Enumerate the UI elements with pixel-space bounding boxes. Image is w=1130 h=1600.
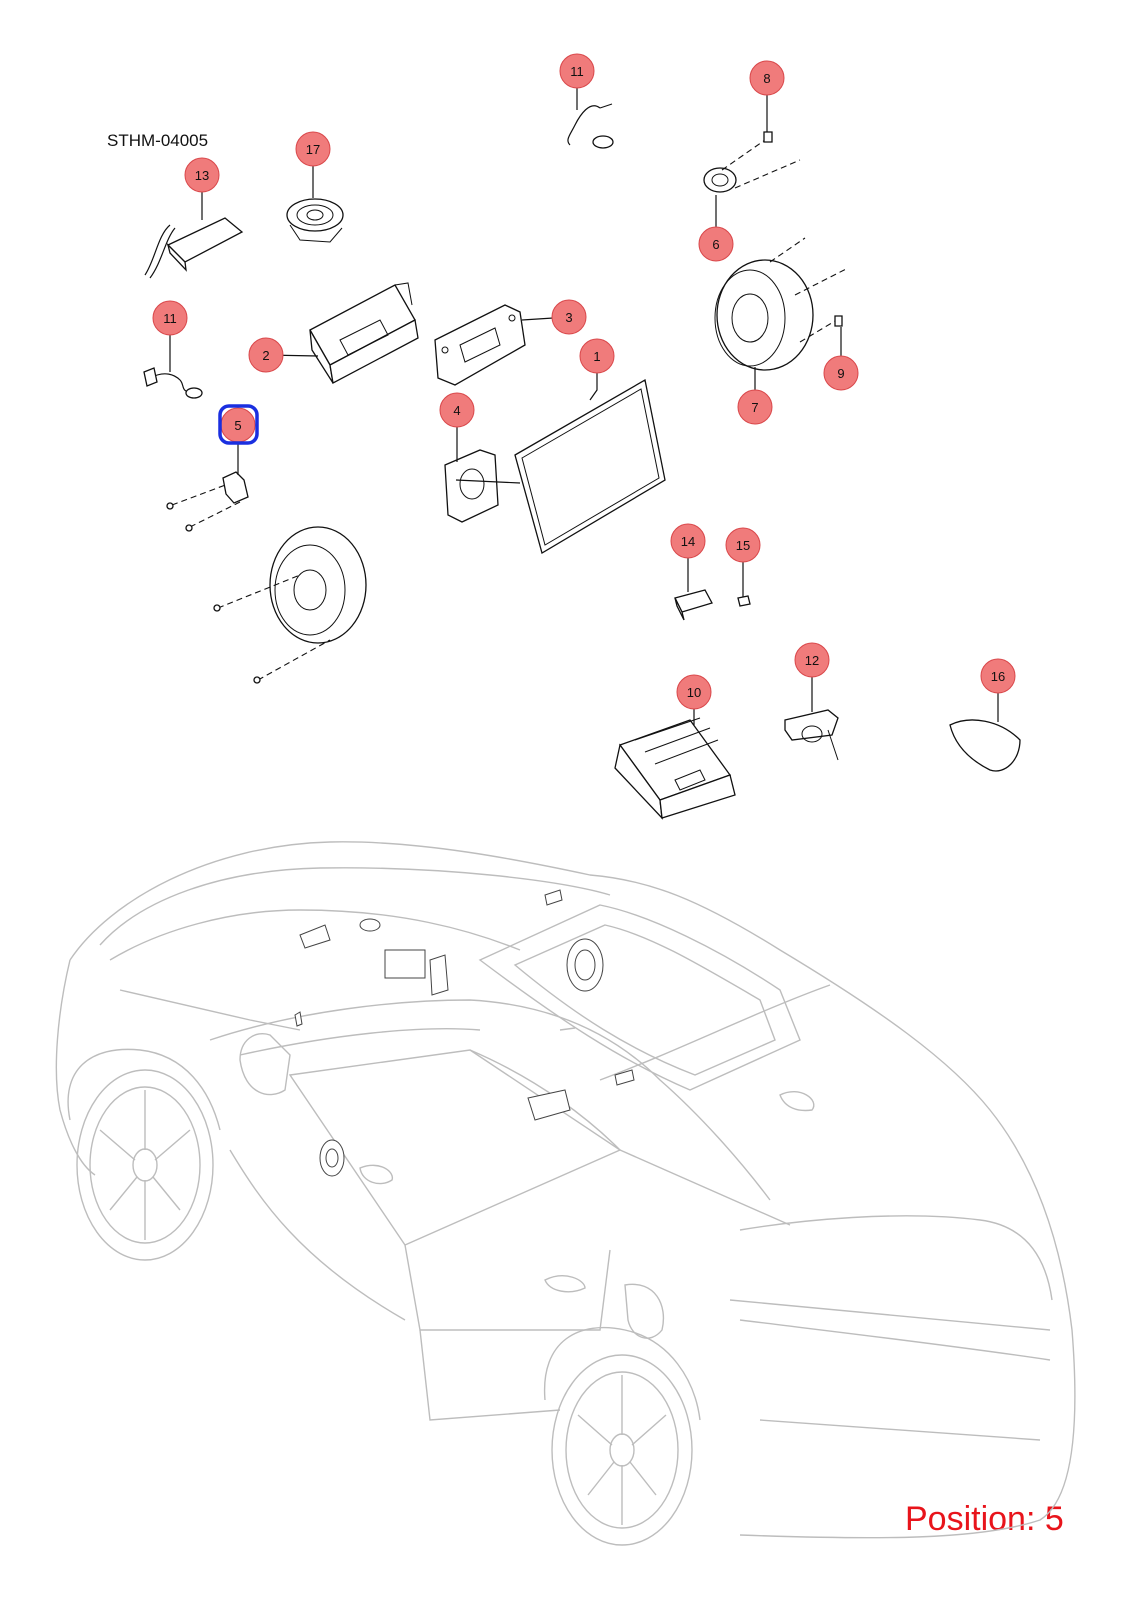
- svg-text:3: 3: [565, 310, 572, 325]
- callout-4[interactable]: 4: [439, 392, 475, 428]
- callout-8[interactable]: 8: [749, 60, 785, 96]
- svg-text:6: 6: [712, 237, 719, 252]
- svg-text:13: 13: [195, 168, 209, 183]
- callout-12[interactable]: 12: [794, 642, 830, 678]
- callout-14[interactable]: 14: [670, 523, 706, 559]
- svg-text:9: 9: [837, 366, 844, 381]
- svg-text:17: 17: [306, 142, 320, 157]
- svg-text:4: 4: [453, 403, 460, 418]
- part-12-sensor[interactable]: [784, 709, 839, 761]
- svg-text:8: 8: [763, 71, 770, 86]
- callout-11-left[interactable]: 11: [152, 300, 188, 336]
- svg-text:11: 11: [570, 64, 584, 79]
- svg-text:15: 15: [736, 538, 750, 553]
- callout-17[interactable]: 17: [295, 131, 331, 167]
- subwoofer-speaker[interactable]: [213, 526, 367, 684]
- part-1-display-screen[interactable]: [514, 378, 666, 554]
- callout-5[interactable]: 5: [220, 407, 256, 443]
- svg-text:5: 5: [234, 418, 241, 433]
- part-16-antenna-cover[interactable]: [949, 719, 1021, 772]
- part-2-head-unit[interactable]: [309, 282, 419, 384]
- callout-10[interactable]: 10: [676, 674, 712, 710]
- svg-text:11: 11: [163, 311, 177, 326]
- callout-15[interactable]: 15: [725, 527, 761, 563]
- svg-text:10: 10: [687, 685, 701, 700]
- part-7-door-speaker[interactable]: [714, 237, 849, 371]
- callout-2[interactable]: 2: [248, 337, 284, 373]
- part-10-amplifier[interactable]: [614, 717, 736, 820]
- part-3-mounting-bracket[interactable]: [434, 304, 526, 386]
- callout-7[interactable]: 7: [737, 389, 773, 425]
- part-14-small-module[interactable]: [674, 589, 713, 621]
- part-11-cable-upper[interactable]: [567, 103, 614, 149]
- svg-text:14: 14: [681, 534, 695, 549]
- part-11-cable-left[interactable]: [143, 367, 203, 399]
- part-6-tweeter[interactable]: [703, 139, 801, 193]
- part-4-control-module[interactable]: [444, 449, 499, 523]
- part-9-screw[interactable]: [834, 315, 843, 327]
- callout-16[interactable]: 16: [980, 658, 1016, 694]
- selected-callout-highlight: [218, 404, 259, 445]
- part-5-small-bracket[interactable]: [166, 471, 249, 532]
- callout-13[interactable]: 13: [184, 157, 220, 193]
- rear-wheel: [543, 1326, 701, 1546]
- part-15-clip[interactable]: [737, 595, 751, 607]
- callout-9[interactable]: 9: [823, 355, 859, 391]
- part-13-telematics-module[interactable]: [144, 217, 244, 279]
- svg-text:12: 12: [805, 653, 819, 668]
- svg-text:1: 1: [593, 349, 600, 364]
- callout-3[interactable]: 3: [551, 299, 587, 335]
- vehicle-outline: [55, 841, 1076, 1546]
- drawing-reference-code: STHM-04005: [107, 131, 209, 150]
- callout-1[interactable]: 1: [579, 338, 615, 374]
- front-wheel: [67, 1048, 221, 1261]
- svg-text:2: 2: [262, 348, 269, 363]
- svg-text:16: 16: [991, 669, 1005, 684]
- installed-components: [294, 889, 635, 1177]
- callout-11-upper[interactable]: 11: [559, 53, 595, 89]
- callout-6[interactable]: 6: [698, 226, 734, 262]
- part-8-screw[interactable]: [763, 131, 773, 143]
- part-17-speaker[interactable]: [286, 198, 344, 243]
- svg-text:7: 7: [751, 400, 758, 415]
